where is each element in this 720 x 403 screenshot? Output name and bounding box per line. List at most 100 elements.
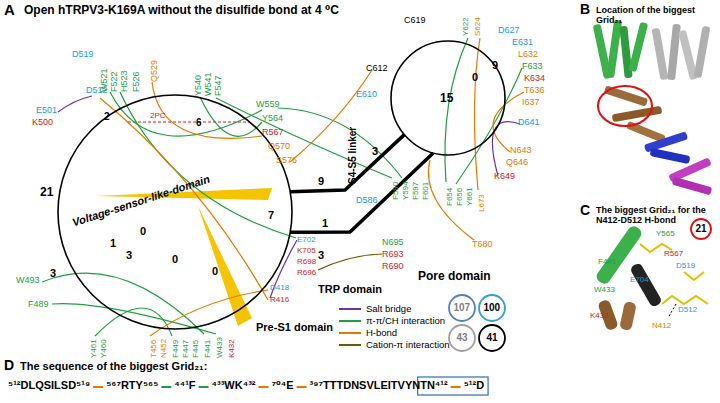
residue-label: F547 bbox=[214, 75, 223, 96]
helix bbox=[667, 24, 681, 81]
ligand-wedges bbox=[96, 122, 272, 326]
node-circle bbox=[449, 295, 475, 321]
residue-label: N643 bbox=[510, 146, 532, 155]
sequence-link bbox=[161, 386, 171, 388]
residue-label: R416 bbox=[270, 296, 289, 304]
residue-label: Y622 bbox=[462, 17, 470, 36]
node-circle bbox=[479, 325, 505, 351]
residue-label: E702 bbox=[297, 236, 316, 244]
grid-highlight bbox=[598, 86, 652, 126]
pi-interaction-line bbox=[445, 38, 468, 182]
residue-label: F526 bbox=[132, 71, 141, 92]
interaction-lines bbox=[42, 38, 524, 336]
residue-label: F441 bbox=[204, 340, 212, 358]
panel-title: The sequence of the biggest Grid₂₁: bbox=[20, 361, 207, 372]
legend-text: H-bond bbox=[366, 328, 397, 338]
sequence-link bbox=[199, 386, 209, 388]
helix-cylinder bbox=[629, 262, 662, 308]
pi-interaction-line bbox=[120, 92, 296, 238]
hbond-line bbox=[474, 38, 480, 190]
residue-label: T680 bbox=[472, 240, 493, 249]
residue-label: I637 bbox=[522, 98, 540, 107]
residue-label: R698 bbox=[297, 258, 316, 266]
helix bbox=[650, 148, 691, 164]
residue-label: R567 bbox=[262, 128, 284, 137]
grid-size-circle: 21 bbox=[690, 218, 712, 240]
hbond-dash bbox=[668, 304, 676, 318]
lipid-line bbox=[128, 122, 250, 123]
residue-label: D519 bbox=[676, 262, 695, 270]
residue-label: H523 bbox=[120, 70, 129, 92]
residue-label: D512 bbox=[678, 306, 697, 314]
count-number: 9 bbox=[492, 60, 498, 71]
count-circle: 100 bbox=[478, 294, 506, 322]
legend-line-sample bbox=[339, 320, 361, 322]
residue-label: W559 bbox=[256, 100, 280, 109]
residue-label: K634 bbox=[524, 74, 545, 83]
residue-label: T636 bbox=[524, 86, 545, 95]
helix-cylinder bbox=[619, 301, 637, 331]
structure-b bbox=[593, 20, 713, 196]
domain-label: Pore domain bbox=[418, 270, 491, 282]
node-circle bbox=[449, 325, 475, 351]
node-circle bbox=[691, 219, 711, 239]
legend-swatch bbox=[338, 341, 362, 349]
domain-name: Voltage-sensor-like-domain bbox=[71, 174, 211, 229]
residue-stick bbox=[662, 296, 708, 304]
node-circle bbox=[479, 295, 505, 321]
legend-text: Cation-π interaction bbox=[366, 340, 450, 350]
panel-letter: A bbox=[4, 2, 15, 17]
salt-bridge-line bbox=[58, 96, 92, 112]
pi-interaction-line bbox=[216, 98, 392, 178]
salt-bridge-line bbox=[270, 240, 297, 298]
residue-label: Y460 bbox=[100, 339, 108, 358]
panel-title: Location of the biggest Grid₂₁ bbox=[596, 5, 718, 26]
panel-title: Open hTRPV3-K169A without the disulfide … bbox=[24, 4, 339, 16]
residue-label: K705 bbox=[297, 247, 316, 255]
count-number: 3 bbox=[318, 250, 324, 261]
count-circle: 107 bbox=[448, 294, 476, 322]
residue-label: F489 bbox=[28, 300, 49, 309]
residue-label: F447 bbox=[182, 340, 190, 358]
residue-label: Y461 bbox=[90, 339, 98, 358]
legend-swatch bbox=[338, 317, 362, 325]
count-number: 0 bbox=[472, 72, 478, 83]
residue-label: Y540 bbox=[194, 75, 203, 96]
hbond-line bbox=[290, 70, 372, 162]
count-number: 3 bbox=[372, 146, 378, 157]
sequence-link bbox=[451, 386, 461, 388]
panel-letter: B bbox=[580, 2, 590, 16]
residue-label: F601 bbox=[422, 182, 430, 200]
domain-circle: 15 bbox=[390, 40, 506, 156]
legend-row: Cation-π interaction bbox=[338, 340, 450, 350]
count-number: 3 bbox=[50, 268, 56, 279]
legend-text: π-π/CH interaction bbox=[366, 316, 445, 326]
residue-label: F597 bbox=[412, 182, 420, 200]
connectors bbox=[290, 135, 433, 233]
pi-interaction-line bbox=[278, 108, 402, 178]
residue-label: F441 bbox=[598, 258, 616, 266]
grid-count: 107 bbox=[454, 303, 471, 313]
residue-label: C612 bbox=[366, 64, 388, 73]
residue-stick bbox=[684, 272, 704, 280]
domain-circle: Voltage-sensor-like-domain bbox=[57, 94, 293, 330]
legend-swatch bbox=[338, 305, 362, 313]
residue-label: F656 bbox=[456, 188, 464, 206]
residue-label: D418 bbox=[270, 284, 289, 292]
helix bbox=[694, 26, 711, 79]
sequence-segment: ⁴³³WK⁴³² bbox=[212, 380, 256, 391]
sequence-segment: ⁵⁶⁷RTY⁵⁶⁵ bbox=[106, 380, 158, 391]
residue-label: D519 bbox=[72, 50, 94, 59]
legend-swatch bbox=[338, 329, 362, 337]
domain-label: Pre-S1 domain bbox=[256, 322, 333, 333]
count-number: 0 bbox=[212, 266, 218, 277]
sequence-segment: ⁷⁰⁴E bbox=[271, 380, 293, 391]
lipid-label: 2PC bbox=[150, 112, 166, 120]
helix bbox=[672, 177, 713, 196]
count-number: 3 bbox=[126, 250, 132, 261]
residue-label: R696 bbox=[297, 269, 316, 277]
residue-label: S624 bbox=[474, 17, 482, 36]
panel-title: The biggest Grid₂₁ for the N412-D512 H-b… bbox=[596, 205, 718, 226]
helix bbox=[652, 28, 669, 81]
hbond-line bbox=[428, 160, 474, 240]
